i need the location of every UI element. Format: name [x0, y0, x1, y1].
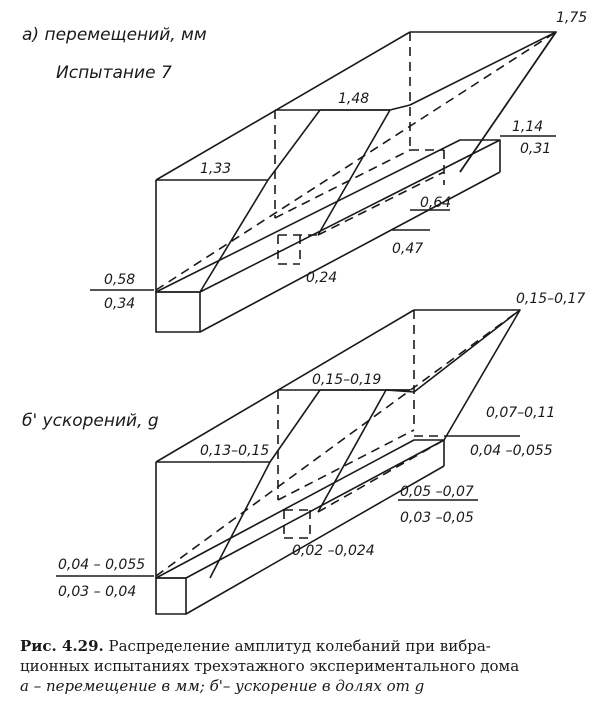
panel-a-subtitle: Испытание 7 [56, 63, 172, 83]
caption-line-2: ционных испытаниях трехэтажного эксперим… [20, 657, 520, 675]
panel-a-value-right-lower: 0,31 [520, 141, 551, 157]
panel-a-value-floor2: 1,33 [200, 161, 231, 177]
panel-a-dashed-lines [155, 31, 557, 291]
panel-a-right-edge [459, 31, 557, 173]
panel-a-title: а) перемещений, мм [22, 25, 207, 45]
panel-b-long-top-edge [155, 309, 415, 463]
panel-b-value-mid-lower: 0,03 –0,05 [400, 510, 474, 526]
panel-a-value-left-upper: 0,58 [104, 272, 135, 288]
caption-line-3: а – перемещение в мм; б'– ускорение в до… [20, 677, 425, 695]
panel-a-label-rules [90, 135, 556, 291]
panel-b-value-top-right: 0,15–0,17 [516, 291, 585, 307]
panel-a-value-mid-lower: 0,47 [392, 241, 423, 257]
panel-a-base-bottom-edge [199, 171, 501, 333]
figure-number: Рис. 4.29. [20, 637, 104, 655]
panel-a-value-top-right: 1,75 [556, 10, 587, 26]
panel-b-title: б' ускорений, g [22, 411, 159, 431]
panel-b-dashed-lines [155, 309, 521, 577]
figure-caption: Рис. 4.29. Распределение амплитуд колеба… [20, 636, 600, 696]
panel-b-value-floor3: 0,15–0,19 [312, 372, 381, 388]
panel-b-value-right-upper: 0,07–0,11 [486, 405, 555, 421]
panel-a-value-bottom-small: 0,24 [306, 270, 337, 286]
figure-diagram: а) перемещений, мм Испытание 7 1,75 1,48… [22, 10, 587, 615]
panel-a-value-mid-upper: 0,64 [420, 195, 451, 211]
panel-a-value-floor3: 1,48 [338, 91, 369, 107]
caption-line-1: Распределение амплитуд колебаний при виб… [103, 637, 491, 655]
panel-b-label-rules [56, 435, 520, 577]
panel-a-value-left-lower: 0,34 [104, 296, 135, 312]
panel-b-base-bottom-edge [185, 465, 445, 615]
panel-b-value-bottom-small: 0,02 –0,024 [292, 543, 375, 559]
panel-a-value-right-upper: 1,14 [512, 119, 543, 135]
panel-b-value-floor2: 0,13–0,15 [200, 443, 269, 459]
panel-b-value-left-upper: 0,04 – 0,055 [58, 557, 145, 573]
panel-a-base-slab [155, 291, 201, 333]
panel-b-deflection-front [209, 389, 410, 579]
panel-a-deflection-front [199, 109, 390, 293]
panel-a-building [155, 31, 557, 333]
panel-b-building [155, 309, 521, 615]
panel-b-value-mid-upper: 0,05 –0,07 [400, 484, 474, 500]
panel-b-value-right-lower: 0,04 –0,055 [470, 443, 553, 459]
panel-b-value-left-lower: 0,03 – 0,04 [58, 584, 136, 600]
panel-b-base-slab [155, 577, 187, 615]
panel-a-long-top-edge [155, 31, 411, 181]
